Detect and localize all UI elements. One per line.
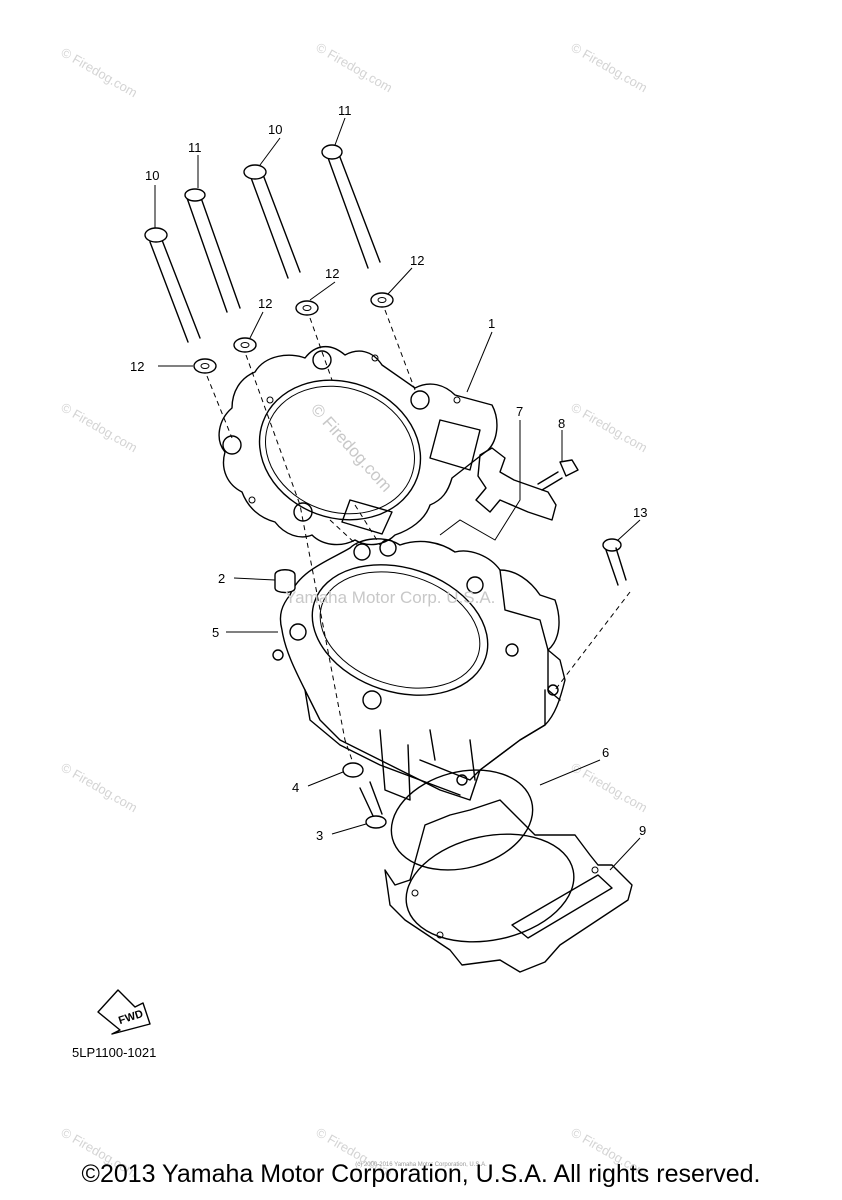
watermark-layer: © Firedog.com © Firedog.com © Firedog.co… <box>59 40 651 1181</box>
part-6-o-ring <box>390 769 534 871</box>
callout-6: 6 <box>602 745 609 760</box>
alignment-lines <box>206 309 631 761</box>
copyright-footer: ©2013 Yamaha Motor Corporation, U.S.A. A… <box>81 1160 761 1188</box>
callout-numbers: 1 2 3 4 5 6 7 8 9 10 10 11 11 12 12 12 1… <box>130 103 647 843</box>
watermark-text: © Firedog.com <box>569 40 651 96</box>
callout-12-a: 12 <box>130 359 144 374</box>
brand-watermark: Yamaha Motor Corp. U.S.A. <box>285 588 495 607</box>
callout-4: 4 <box>292 780 299 795</box>
callout-1: 1 <box>488 316 495 331</box>
part-2-dowel <box>274 569 296 594</box>
watermark-text: © Firedog.com <box>569 400 651 456</box>
callout-13: 13 <box>633 505 647 520</box>
callout-12-d: 12 <box>410 253 424 268</box>
part-5-cylinder-block <box>272 538 566 801</box>
part-1-head-gasket <box>218 346 498 557</box>
fwd-arrow-icon: FWD <box>97 989 151 1035</box>
callout-5: 5 <box>212 625 219 640</box>
part-13-bolt <box>602 538 627 586</box>
leader-lines <box>154 117 641 871</box>
part-9-base-gasket <box>384 799 633 973</box>
callout-8: 8 <box>558 416 565 431</box>
part-10-11-head-bolts <box>144 144 381 343</box>
part-12-washers <box>193 292 394 374</box>
part-8-bolt <box>537 459 579 491</box>
callout-10-right: 10 <box>268 122 282 137</box>
watermark-text: © Firedog.com <box>314 40 396 96</box>
callout-10-left: 10 <box>145 168 159 183</box>
watermark-text: © Firedog.com <box>59 45 141 101</box>
watermark-text: © Firedog.com <box>59 400 141 456</box>
callout-11-right: 11 <box>338 103 352 118</box>
tiny-copyright: (c) 2000-2016 Yamaha Motor Corporation, … <box>355 1162 487 1168</box>
diagram-code: 5LP1100-1021 <box>72 1045 157 1060</box>
part-7-bracket <box>475 447 557 521</box>
part-3-bolt <box>359 781 387 829</box>
callout-11-left: 11 <box>188 140 202 155</box>
callout-3: 3 <box>316 828 323 843</box>
callout-12-b: 12 <box>258 296 272 311</box>
part-4-washer <box>342 762 364 778</box>
callout-9: 9 <box>639 823 646 838</box>
center-watermark: © Firedog.com <box>307 400 396 496</box>
callout-12-c: 12 <box>325 266 339 281</box>
watermark-text: © Firedog.com <box>59 760 141 816</box>
callout-2: 2 <box>218 571 225 586</box>
callout-7: 7 <box>516 404 523 419</box>
